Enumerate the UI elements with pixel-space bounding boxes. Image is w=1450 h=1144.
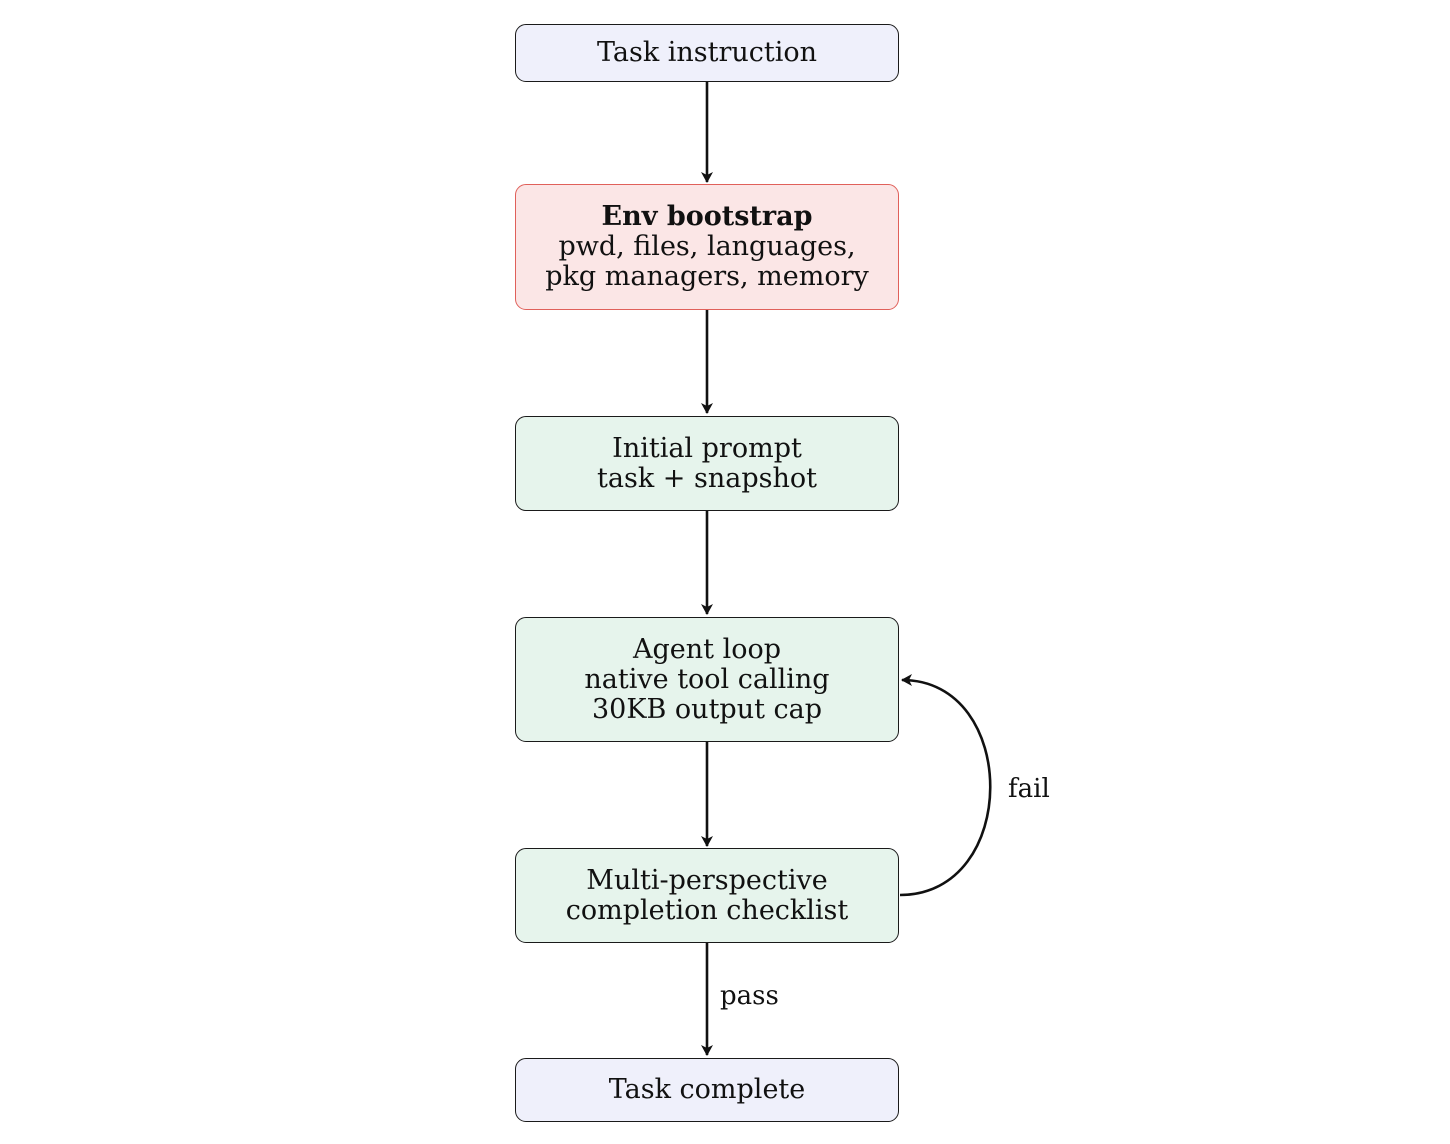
agent-loop-line-1: Agent loop bbox=[632, 633, 781, 665]
initial-prompt-node: Initial prompt task + snapshot bbox=[515, 416, 899, 511]
env-bootstrap-node: Env bootstrap pwd, files, languages, pkg… bbox=[515, 184, 899, 310]
task-complete-label: Task complete bbox=[608, 1074, 806, 1105]
completion-checklist-node: Multi-perspective completion checklist bbox=[515, 848, 899, 943]
env-bootstrap-title: Env bootstrap bbox=[601, 201, 813, 232]
pass-edge-label: pass bbox=[720, 981, 779, 1011]
env-bootstrap-line-2: pkg managers, memory bbox=[545, 261, 869, 292]
agent-loop-line-2: native tool calling bbox=[584, 663, 830, 695]
checklist-line-1: Multi-perspective bbox=[586, 864, 828, 896]
env-bootstrap-line-1: pwd, files, languages, bbox=[558, 231, 856, 262]
checklist-line-2: completion checklist bbox=[565, 894, 849, 926]
task-instruction-node: Task instruction bbox=[515, 24, 899, 82]
fail-edge-label: fail bbox=[1008, 774, 1050, 804]
arrow-fail-loop-back bbox=[899, 674, 992, 897]
task-instruction-label: Task instruction bbox=[596, 37, 818, 68]
task-complete-node: Task complete bbox=[515, 1058, 899, 1122]
agent-loop-node: Agent loop native tool calling 30KB outp… bbox=[515, 617, 899, 742]
agent-loop-line-3: 30KB output cap bbox=[591, 693, 823, 725]
initial-prompt-line-2: task + snapshot bbox=[597, 462, 817, 494]
initial-prompt-line-1: Initial prompt bbox=[612, 432, 802, 464]
